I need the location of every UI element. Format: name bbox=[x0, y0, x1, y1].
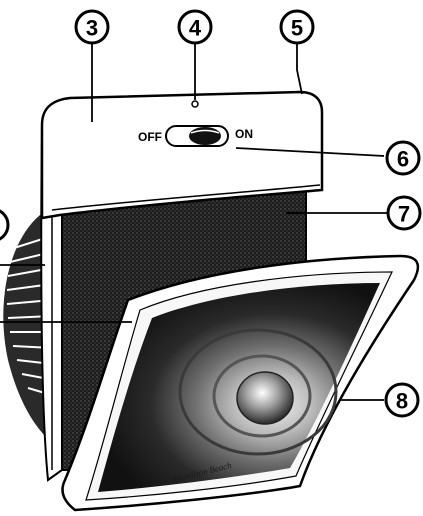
callout-5: 5 bbox=[279, 9, 315, 45]
fan-ring-inner bbox=[212, 354, 312, 438]
svg-text:3: 3 bbox=[86, 16, 98, 41]
svg-text:8: 8 bbox=[396, 389, 408, 414]
callout-6: 6 bbox=[385, 140, 421, 176]
fan-hub bbox=[236, 371, 294, 425]
callout-4: 4 bbox=[177, 9, 213, 45]
callout-8: 8 bbox=[384, 382, 420, 418]
switch-on-label: ON bbox=[235, 127, 253, 141]
indicator-light bbox=[191, 100, 199, 108]
power-switch[interactable] bbox=[165, 125, 229, 147]
fan-ring-outer bbox=[178, 328, 338, 456]
svg-text:4: 4 bbox=[189, 16, 202, 41]
callout-partial-left bbox=[0, 209, 10, 241]
top-panel bbox=[40, 90, 324, 220]
svg-text:7: 7 bbox=[398, 202, 410, 227]
switch-off-label: OFF bbox=[138, 130, 162, 144]
callout-3: 3 bbox=[74, 9, 110, 45]
leader-lines bbox=[0, 44, 388, 401]
svg-text:5: 5 bbox=[291, 16, 303, 41]
callout-7: 7 bbox=[386, 195, 422, 231]
svg-text:6: 6 bbox=[397, 147, 409, 172]
